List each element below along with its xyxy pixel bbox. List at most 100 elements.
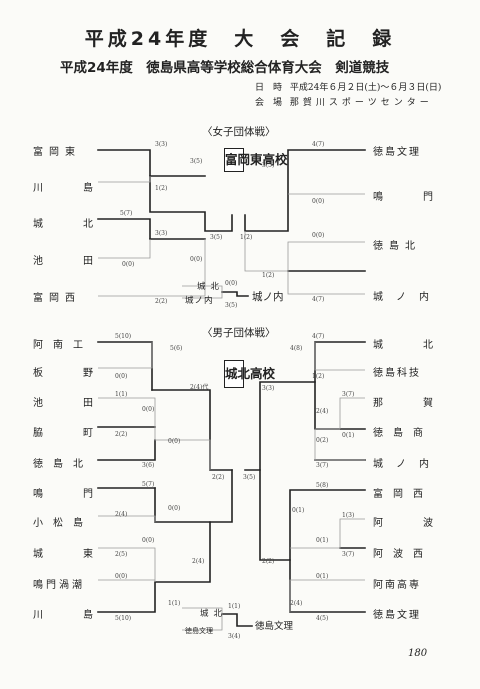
boys-score: 3(7) (316, 462, 329, 469)
boys-score: 0(0) (115, 573, 128, 580)
girls-left-team-5: 富岡西 (33, 293, 81, 304)
boys-right-team-3: 那賀 (373, 398, 473, 409)
girls-heading: 〈女子団体戦〉 (202, 126, 276, 138)
girls-champion-box: 富岡東高校 (224, 148, 288, 172)
venue-row: 会 場 那賀川スポーツセンター (255, 95, 433, 108)
boys-right-team-4: 徳島商 (373, 428, 433, 439)
boys-score: 3(6) (142, 462, 155, 469)
boys-score: 0(0) (142, 406, 155, 413)
boys-score: 0(1) (316, 537, 329, 544)
boys-score: 5(8) (316, 482, 329, 489)
boys-right-team-10: 徳島文理 (373, 610, 421, 621)
boys-left-team-5: 徳島北 (33, 459, 93, 470)
boys-score: 0(1) (342, 432, 355, 439)
boys-score: 0(2) (316, 437, 329, 444)
boys-score: 0(1) (316, 573, 329, 580)
boys-third-team-a: 城北 (200, 609, 228, 619)
boys-heading: 〈男子団体戦〉 (202, 327, 276, 339)
boys-champion-box: 城北高校 (224, 360, 275, 388)
girls-score: 0(0) (312, 198, 325, 205)
boys-score: 0(0) (168, 505, 181, 512)
girls-score: 3(5) (262, 162, 275, 169)
boys-left-team-1: 阿南工 (33, 340, 93, 351)
boys-score: 4(5) (316, 615, 329, 622)
girls-third-team-b: 城ノ内 (185, 296, 214, 306)
boys-score: 2(5) (115, 551, 128, 558)
girls-score: 3(3) (155, 141, 168, 148)
boys-left-team-9: 鳴門渦潮 (33, 580, 85, 591)
girls-score: 5(7) (120, 210, 133, 217)
boys-score: 4(8) (290, 345, 303, 352)
boys-score: 0(0) (142, 537, 155, 544)
girls-score: 0(0) (225, 280, 238, 287)
venue-label: 会 場 (255, 98, 283, 108)
boys-score: 5(7) (142, 481, 155, 488)
boys-left-team-8: 城東 (33, 549, 133, 560)
girls-score: 1(2) (240, 234, 253, 241)
boys-left-team-6: 鳴門 (33, 489, 133, 500)
boys-score: 2(4) (290, 600, 303, 607)
boys-left-team-10: 川島 (33, 610, 133, 621)
boys-score: 2(4) (192, 558, 205, 565)
girls-score: 3(3) (155, 230, 168, 237)
girls-right-team-2: 鳴門 (373, 192, 473, 203)
girls-right-team-4: 城ノ内 (373, 292, 442, 303)
boys-score: 3(5) (243, 474, 256, 481)
boys-score: 3(7) (342, 551, 355, 558)
girls-score: 0(0) (190, 256, 203, 263)
boys-third-winner: 徳島文理 (255, 621, 294, 632)
girls-score: 1(2) (262, 272, 275, 279)
girls-right-team-1: 徳島文理 (373, 147, 421, 158)
boys-right-team-9: 阿南高専 (373, 580, 421, 591)
page-title: 平成24年度 大 会 記 録 (84, 28, 396, 50)
date-value: 平成24年６月２日(土)～６月３日(日) (289, 83, 442, 93)
girls-left-team-3: 城北 (33, 219, 133, 230)
girls-score: 4(7) (312, 141, 325, 148)
boys-third-score-b: 3(4) (228, 633, 241, 640)
girls-score: 3(5) (190, 158, 203, 165)
boys-right-team-5: 城ノ内 (373, 459, 442, 470)
boys-score: 2(2) (115, 431, 128, 438)
boys-score: 4(7) (312, 333, 325, 340)
boys-right-team-2: 徳島科技 (373, 368, 421, 379)
girls-score: 4(7) (312, 296, 325, 303)
date-label: 日 時 (255, 83, 283, 93)
boys-score: 2(4)代 (190, 384, 209, 391)
girls-score: 1(2) (155, 185, 168, 192)
girls-left-team-2: 川島 (33, 183, 133, 194)
boys-score: 3(3) (262, 385, 275, 392)
boys-right-team-7: 阿波 (373, 518, 473, 529)
boys-score: 0(0) (168, 438, 181, 445)
girls-score: 0(0) (122, 261, 135, 268)
boys-right-team-8: 阿波西 (373, 549, 433, 560)
date-row: 日 時 平成24年６月２日(土)～６月３日(日) (255, 80, 441, 93)
girls-third-team-a: 城北 (197, 282, 225, 292)
boys-score: 5(10) (115, 615, 132, 622)
boys-left-team-3: 池田 (33, 398, 133, 409)
page-number: 180 (408, 648, 428, 659)
boys-score: 2(2) (212, 474, 225, 481)
boys-left-team-7: 小松島 (33, 518, 93, 529)
boys-score: 2(4) (316, 408, 329, 415)
girls-left-team-4: 池田 (33, 256, 133, 267)
page-subtitle: 平成24年度 徳島県高等学校総合体育大会 剣道競技 (60, 60, 390, 76)
girls-third-winner: 城ノ内 (252, 291, 284, 303)
boys-score: 2(4) (115, 511, 128, 518)
girls-score: 3(5) (225, 302, 238, 309)
boys-score: 1(3) (342, 512, 355, 519)
boys-score: 2(2) (262, 558, 275, 565)
boys-third-team-b: 徳島文理 (185, 627, 213, 635)
boys-right-team-1: 城北 (373, 340, 473, 351)
boys-left-team-4: 脇町 (33, 428, 133, 439)
venue-value: 那賀川スポーツセンター (289, 98, 433, 108)
girls-left-team-1: 富岡東 (33, 147, 81, 158)
boys-score: 0(0) (115, 373, 128, 380)
boys-left-team-2: 板野 (33, 368, 133, 379)
boys-score: 3(7) (342, 391, 355, 398)
girls-score: 2(2) (155, 298, 168, 305)
boys-score: 0(1) (292, 507, 305, 514)
girls-right-team-3: 徳島北 (373, 241, 421, 252)
boys-third-score-a: 1(1) (228, 603, 241, 610)
boys-score: 1(1) (115, 391, 128, 398)
